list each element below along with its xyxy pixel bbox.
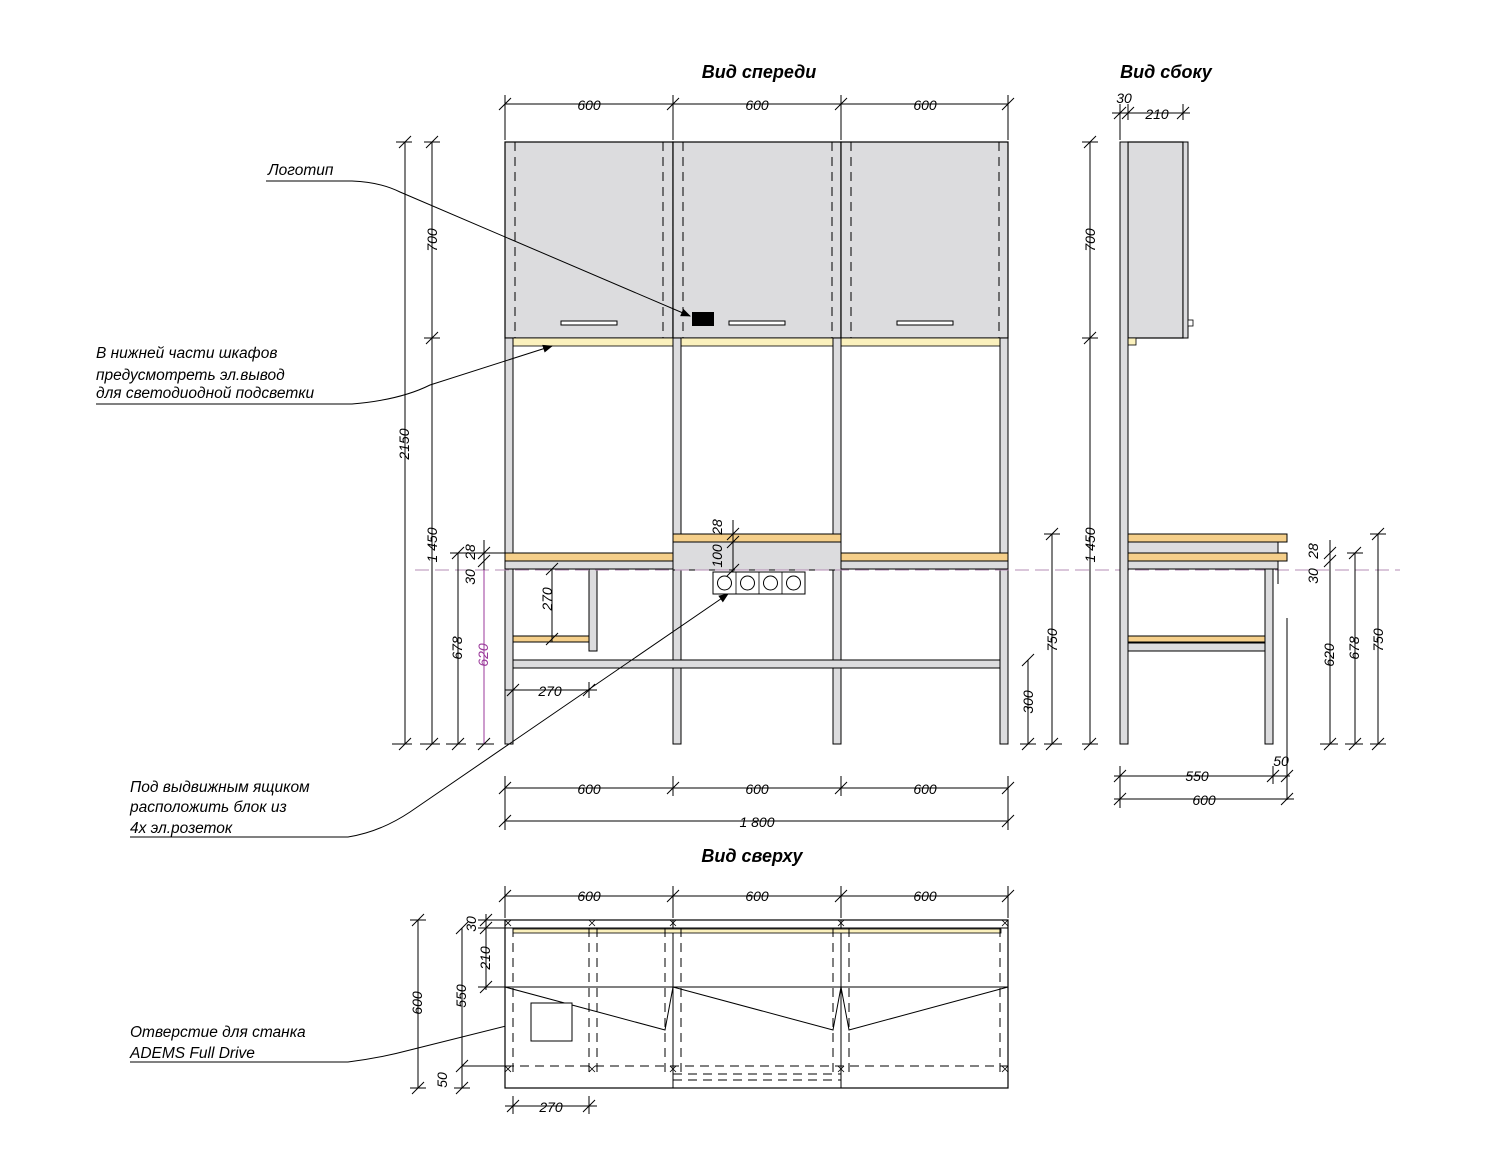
side-dim-678: 678 (1346, 636, 1362, 660)
machine-hole (530, 1002, 573, 1042)
top-outline (504, 919, 1009, 1089)
socket-block (712, 571, 806, 595)
logo-mark (692, 312, 714, 326)
top-dim-30: 30 (463, 916, 479, 932)
dim-top-1: 600 (577, 97, 601, 113)
dim-shelf-width-270: 270 (537, 683, 562, 699)
side-view-title: Вид сбоку (1120, 62, 1213, 82)
dim-678: 678 (449, 636, 465, 660)
cabinet-handle (560, 320, 618, 326)
side-dim-550: 550 (1185, 768, 1209, 784)
dim-top-3: 600 (913, 97, 937, 113)
top-dim-2: 600 (745, 888, 769, 904)
top-dim-210: 210 (477, 946, 493, 971)
side-view: 30 210 700 1 450 28 30 620 678 750 (1082, 90, 1386, 808)
side-dim-30: 30 (1116, 90, 1132, 106)
dim-drawer-100: 100 (709, 544, 725, 568)
dim-620: 620 (475, 643, 491, 667)
drawer (672, 541, 842, 571)
note-led-2: предусмотреть эл.вывод (96, 367, 285, 384)
dim-total-width: 1 800 (739, 814, 774, 830)
dim-shelf-270: 270 (539, 587, 555, 612)
note-logo: Логотип (267, 162, 334, 179)
upper-cabinet-right (840, 141, 1009, 339)
lower-rail (512, 659, 1001, 669)
top-view: 600 600 600 600 550 30 210 50 270 (409, 886, 1015, 1115)
callouts: Логотип В нижней части шкафов предусмотр… (96, 162, 729, 1063)
side-cabinet (1127, 141, 1184, 339)
note-socket-3: 4х эл.розеток (130, 820, 233, 837)
worktop-right (840, 552, 1009, 562)
cabinet-handle (896, 320, 954, 326)
under-shelf (512, 635, 590, 643)
top-dim-1: 600 (577, 888, 601, 904)
upper-cabinet-left (504, 141, 674, 339)
side-leg (1264, 568, 1274, 745)
note-led-1: В нижней части шкафов (96, 345, 277, 362)
dim-1450: 1 450 (424, 527, 440, 562)
note-led-3: для светодиодной подсветки (96, 385, 315, 402)
note-socket-2: расположить блок из (129, 799, 287, 816)
side-dim-210: 210 (1144, 106, 1169, 122)
upper-cabinet-middle (672, 141, 842, 339)
dim-28: 28 (462, 544, 478, 561)
side-dim-28: 28 (1305, 543, 1321, 560)
side-dim-700: 700 (1082, 228, 1098, 252)
dim-bottom-3: 600 (913, 781, 937, 797)
post (999, 337, 1009, 745)
side-dim-750: 750 (1370, 628, 1386, 652)
dim-750: 750 (1044, 628, 1060, 652)
worktop-middle-raised (672, 533, 842, 543)
dim-bottom-2: 600 (745, 781, 769, 797)
dim-drawer-28: 28 (709, 519, 725, 536)
cabinet-handle (728, 320, 786, 326)
side-dim-620: 620 (1321, 643, 1337, 667)
note-hole-2: ADEMS Full Drive (129, 1045, 255, 1062)
note-hole-1: Отверстие для станка (130, 1024, 306, 1041)
side-dim-50: 50 (1273, 753, 1289, 769)
side-dim-1450: 1 450 (1082, 527, 1098, 562)
side-dim-600: 600 (1192, 792, 1216, 808)
front-view-title: Вид спереди (702, 62, 817, 82)
top-dim-600-depth: 600 (409, 991, 425, 1015)
dim-30: 30 (462, 569, 478, 585)
post (504, 337, 514, 745)
worktop-left (504, 552, 674, 562)
top-dim-3: 600 (913, 888, 937, 904)
dim-bottom-1: 600 (577, 781, 601, 797)
dim-300: 300 (1020, 690, 1036, 714)
dim-2150: 2150 (396, 428, 412, 460)
side-dim-30: 30 (1305, 568, 1321, 584)
top-view-title: Вид сверху (701, 846, 803, 866)
note-socket-1: Под выдвижным ящиком (130, 779, 310, 796)
side-post (1119, 141, 1129, 745)
front-view: 600 600 600 600 600 600 1 800 2150 (392, 95, 1400, 830)
top-dim-270: 270 (538, 1099, 563, 1115)
top-dim-550: 550 (453, 984, 469, 1008)
dim-700: 700 (424, 228, 440, 252)
top-dim-50: 50 (434, 1072, 450, 1088)
led-strip (512, 337, 1002, 347)
dim-top-2: 600 (745, 97, 769, 113)
